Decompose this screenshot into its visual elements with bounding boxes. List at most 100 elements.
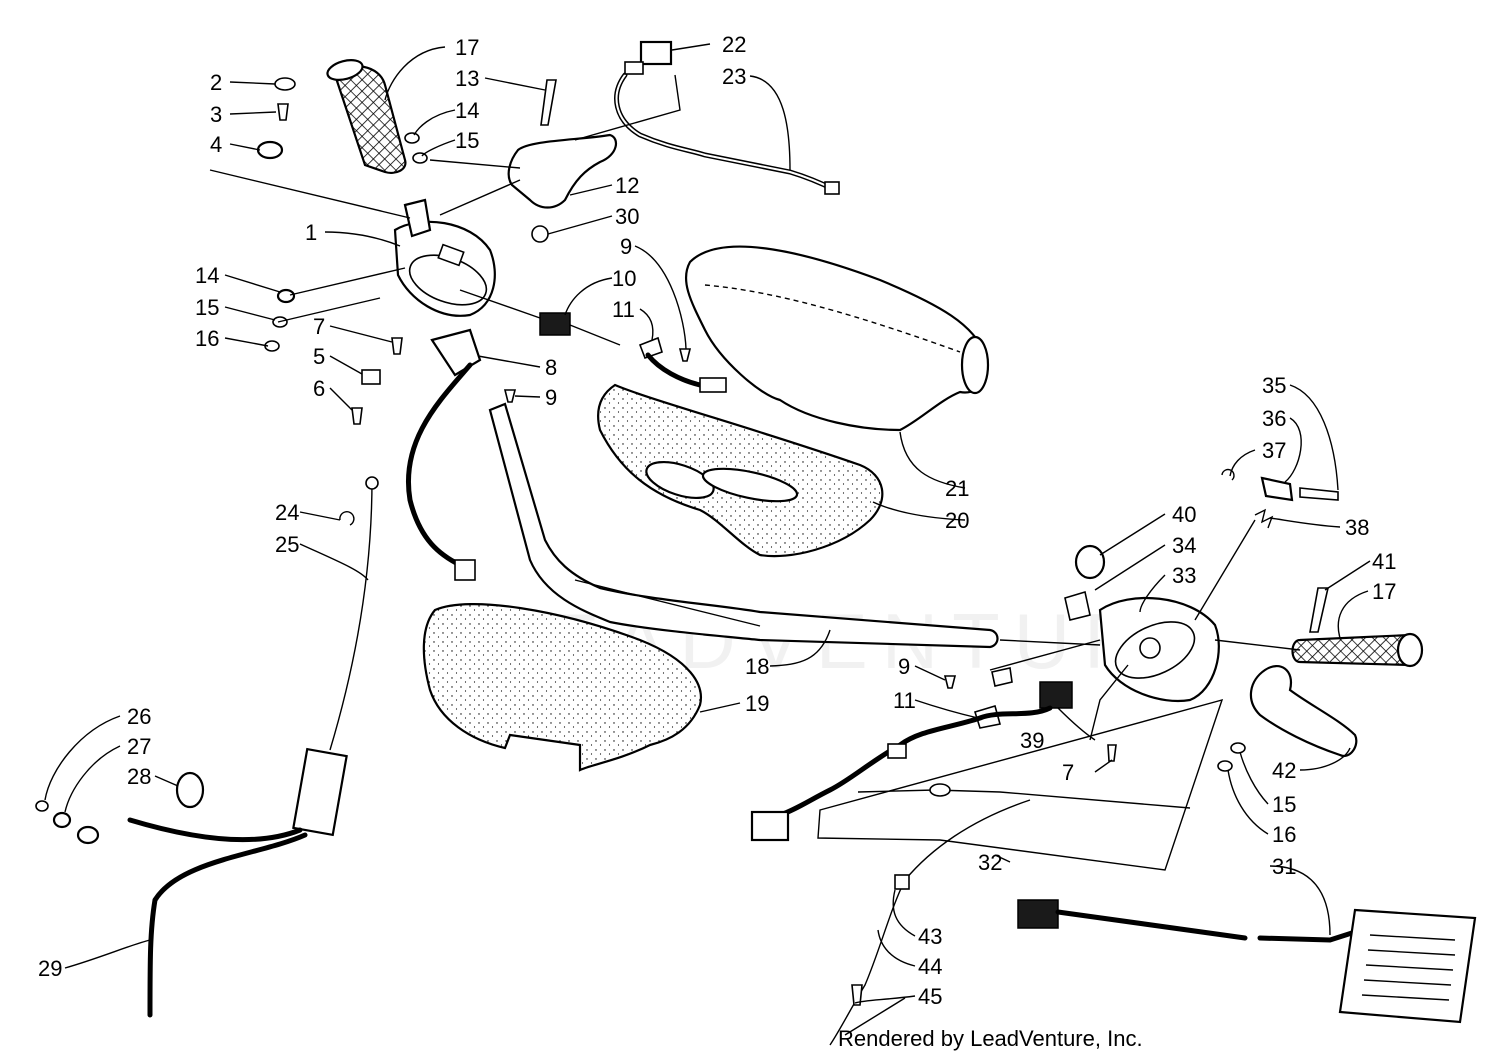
part-8-bracket	[430, 328, 482, 377]
callout-44: 44	[918, 954, 942, 979]
callout-leader-line	[514, 395, 541, 398]
callout-17: 17	[455, 35, 479, 60]
callout-21: 21	[945, 476, 969, 501]
callout-leader-line	[914, 699, 979, 719]
callout-36: 36	[1262, 406, 1286, 431]
part-32-cable-ferrule	[929, 783, 951, 797]
callout-11: 11	[893, 688, 916, 713]
callout-leader-line	[872, 501, 966, 521]
part-23-heater-wire	[614, 72, 838, 193]
callout-leader-line	[1239, 751, 1269, 805]
part-15-washer-top	[412, 152, 428, 164]
callout-37: 37	[1262, 438, 1286, 463]
callout-10: 10	[612, 266, 636, 291]
callout-leader-line	[484, 77, 546, 91]
callout-20: 20	[945, 508, 969, 533]
part-35-bolt	[1299, 487, 1339, 501]
render-credit: Rendered by LeadVenture, Inc.	[838, 1026, 1143, 1051]
callout-leader-line	[154, 775, 179, 787]
callout-28: 28	[127, 764, 151, 789]
callout-leader-line	[224, 306, 276, 321]
part-wire-left-plug	[454, 559, 476, 581]
callout-16: 16	[1272, 822, 1296, 847]
callout-43: 43	[918, 924, 942, 949]
callout-leader-line	[477, 355, 541, 368]
callout-12: 12	[615, 173, 639, 198]
callout-leader-line	[229, 143, 261, 151]
part-12-throttle-lever	[507, 133, 618, 209]
callout-15: 15	[195, 295, 219, 320]
callout-leader-line	[1269, 865, 1331, 936]
part-36-pivot	[1260, 476, 1294, 502]
guide-line-15	[277, 297, 381, 323]
callout-leader-line	[1324, 560, 1371, 591]
part-25-cable	[329, 479, 373, 751]
callout-leader-line	[421, 139, 456, 157]
callout-leader-line	[224, 337, 269, 347]
callout-14: 14	[195, 263, 219, 288]
callout-leader-line	[229, 81, 276, 85]
part-wire-left-housing	[406, 362, 473, 568]
part-17-right-grip-end	[1396, 632, 1424, 668]
guide-line-10	[459, 289, 541, 319]
part-32-brake-cable	[857, 789, 1191, 809]
callout-38: 38	[1345, 515, 1369, 540]
callout-leader-line	[299, 543, 369, 581]
part-harness-plug	[887, 743, 907, 759]
guide-line-7b	[1089, 664, 1129, 741]
part-11-grommet-right-top	[991, 667, 1013, 687]
callout-29: 29	[38, 956, 62, 981]
callout-leader-line	[892, 889, 916, 937]
callout-4: 4	[210, 132, 222, 157]
part-17-left-grip	[333, 65, 407, 174]
part-21-upper-pad	[685, 245, 988, 432]
callout-leader-line	[1094, 759, 1113, 773]
callout-leader-line	[44, 715, 121, 801]
callout-leader-line	[299, 511, 341, 521]
callout-leader-line	[569, 184, 613, 196]
part-18-knurl-line	[574, 579, 761, 627]
part-4-washer	[256, 140, 284, 160]
callout-8: 8	[545, 355, 557, 380]
callout-leader-line	[1284, 417, 1302, 483]
callout-leader-line	[64, 939, 151, 969]
part-11-grommet-left	[638, 336, 663, 360]
part-17-grip-end	[326, 59, 364, 81]
part-25-cable-top-end	[365, 476, 379, 490]
part-21-stitching	[704, 284, 961, 353]
callout-leader-line	[914, 665, 946, 681]
part-39-harness	[777, 705, 1053, 818]
callout-9: 9	[620, 234, 632, 259]
callout-leader-line	[1269, 517, 1341, 528]
part-19-lower-pad	[422, 603, 702, 772]
callout-34: 34	[1172, 533, 1196, 558]
callout-2: 2	[210, 70, 222, 95]
callout-26: 26	[127, 704, 151, 729]
part-43-ferrule	[894, 874, 910, 890]
callout-leader-line	[329, 355, 363, 375]
part-11-plug-left	[699, 377, 727, 393]
part-1-housing-clamp	[403, 198, 432, 238]
part-42-brake-lever	[1249, 665, 1358, 758]
callout-leader-line	[639, 308, 654, 341]
callout-leader-line	[224, 274, 281, 293]
part-39-switch	[1039, 681, 1073, 709]
callout-25: 25	[275, 532, 299, 557]
callout-leader-line	[994, 854, 1011, 863]
callout-16: 16	[195, 326, 219, 351]
callout-leader-line	[699, 702, 741, 713]
callout-leader-line	[1229, 449, 1256, 477]
part-1-housing-window	[437, 243, 465, 267]
part-23-connector-end	[824, 181, 840, 195]
callout-leader-line	[329, 325, 393, 343]
part-25-cable-junction	[292, 747, 348, 837]
part-15-washer-right	[1230, 742, 1246, 754]
callout-1: 1	[305, 220, 317, 245]
callout-leader-line	[384, 46, 446, 101]
callout-23: 23	[722, 64, 746, 89]
callout-15: 15	[1272, 792, 1296, 817]
part-28-clamp	[175, 771, 205, 809]
callout-45: 45	[918, 984, 942, 1009]
part-38-spring-wire	[1194, 519, 1256, 621]
